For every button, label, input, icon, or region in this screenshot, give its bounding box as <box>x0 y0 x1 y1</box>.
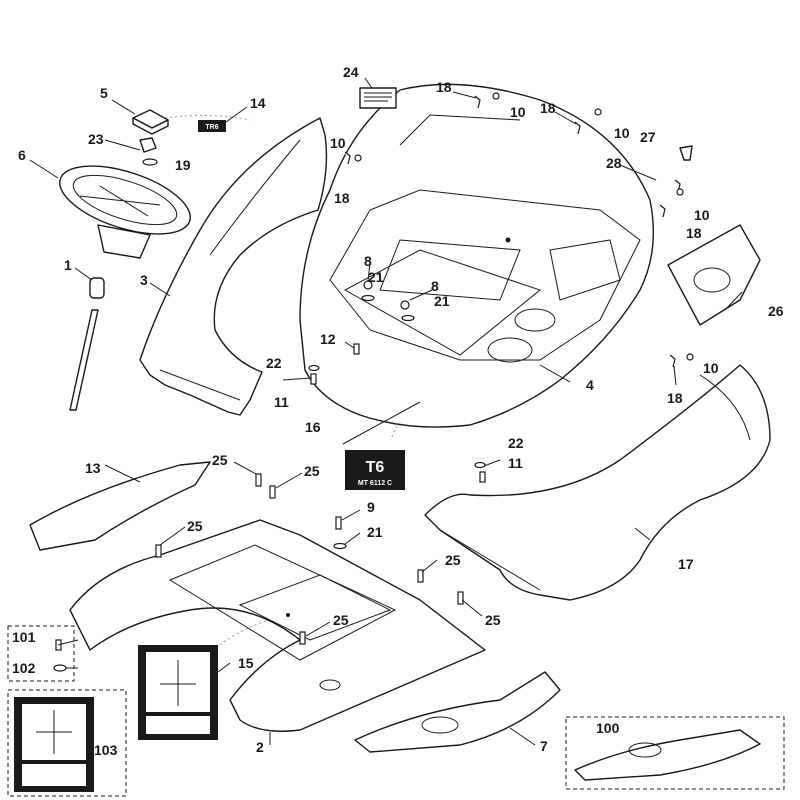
steering-cap <box>132 109 169 135</box>
callout-numbers: 5 14 23 19 6 1 3 10 18 24 18 10 18 10 27… <box>12 64 784 758</box>
callout-26: 26 <box>768 303 784 319</box>
callout-4: 4 <box>586 377 594 393</box>
callout-19: 19 <box>175 157 191 173</box>
floor-fasteners <box>155 473 464 645</box>
steering-shaft <box>69 277 105 411</box>
callout-25b: 25 <box>304 463 320 479</box>
callout-18b: 18 <box>436 79 452 95</box>
washer-23 <box>142 158 158 166</box>
callout-12: 12 <box>320 331 336 347</box>
floor-pan <box>69 519 486 732</box>
decal-14-text: TR6 <box>205 124 218 131</box>
inset-100 <box>565 716 785 790</box>
callout-3: 3 <box>140 272 148 288</box>
decal-16: T6 MT 6112 C <box>345 450 405 490</box>
inset-103 <box>7 689 127 797</box>
washer-102 <box>53 664 67 672</box>
label-24 <box>359 87 397 109</box>
hood-hardware <box>308 280 486 483</box>
callout-21a: 21 <box>368 269 384 285</box>
callout-18c: 18 <box>540 100 556 116</box>
callout-17: 17 <box>678 556 694 572</box>
hood-body <box>299 83 654 428</box>
callout-14: 14 <box>250 95 266 111</box>
decal-16-model: MT 6112 C <box>358 480 392 487</box>
callout-103: 103 <box>94 742 118 758</box>
callout-23: 23 <box>88 131 104 147</box>
callout-101: 101 <box>12 629 36 645</box>
callout-102: 102 <box>12 660 36 676</box>
steering-wheel <box>59 165 191 259</box>
callout-25c: 25 <box>187 518 203 534</box>
callout-11b: 11 <box>508 455 523 471</box>
callout-1: 1 <box>64 257 72 273</box>
top-fasteners <box>344 92 694 368</box>
decal-16-mark: T6 <box>366 459 385 476</box>
callout-18e: 18 <box>667 390 683 406</box>
callout-21c: 21 <box>367 524 383 540</box>
decal-103 <box>14 697 94 792</box>
leader-lines <box>29 77 743 746</box>
callout-18d: 18 <box>686 225 702 241</box>
callout-25d: 25 <box>445 552 461 568</box>
callout-18a: 18 <box>334 190 350 206</box>
callout-9: 9 <box>367 499 375 515</box>
rear-fender <box>424 364 771 601</box>
callout-24: 24 <box>343 64 359 80</box>
callout-10b: 10 <box>510 104 526 120</box>
callout-10e: 10 <box>703 360 719 376</box>
callout-11a: 11 <box>274 394 289 410</box>
callout-6: 6 <box>18 147 26 163</box>
callout-22b: 22 <box>508 435 524 451</box>
decal-14: TR6 <box>198 120 226 132</box>
inset-101-102 <box>7 625 75 682</box>
callout-22a: 22 <box>266 355 282 371</box>
steering-bushing <box>89 277 105 299</box>
decal-15 <box>138 645 218 740</box>
callout-25e: 25 <box>485 612 501 628</box>
callout-10c: 10 <box>614 125 630 141</box>
callout-27: 27 <box>640 129 656 145</box>
callout-25f: 25 <box>333 612 349 628</box>
callout-15: 15 <box>238 655 254 671</box>
steering-nut <box>139 137 157 153</box>
footrest-mat-7 <box>354 671 561 753</box>
callout-7: 7 <box>540 738 548 754</box>
footrest-mat-13 <box>29 461 211 551</box>
callout-28: 28 <box>606 155 622 171</box>
callout-10a: 10 <box>330 135 346 151</box>
callout-10d: 10 <box>694 207 710 223</box>
callout-21b: 21 <box>434 293 450 309</box>
callout-13: 13 <box>85 460 101 476</box>
callout-8a: 8 <box>364 253 372 269</box>
mat-100 <box>574 729 761 781</box>
front-cowl <box>139 117 328 416</box>
callout-100: 100 <box>596 720 620 736</box>
callout-8b: 8 <box>431 278 439 294</box>
callout-5: 5 <box>100 85 108 101</box>
callout-2: 2 <box>256 739 264 755</box>
callout-25a: 25 <box>212 452 228 468</box>
callout-16: 16 <box>305 419 321 435</box>
side-panel-26 <box>667 224 761 326</box>
